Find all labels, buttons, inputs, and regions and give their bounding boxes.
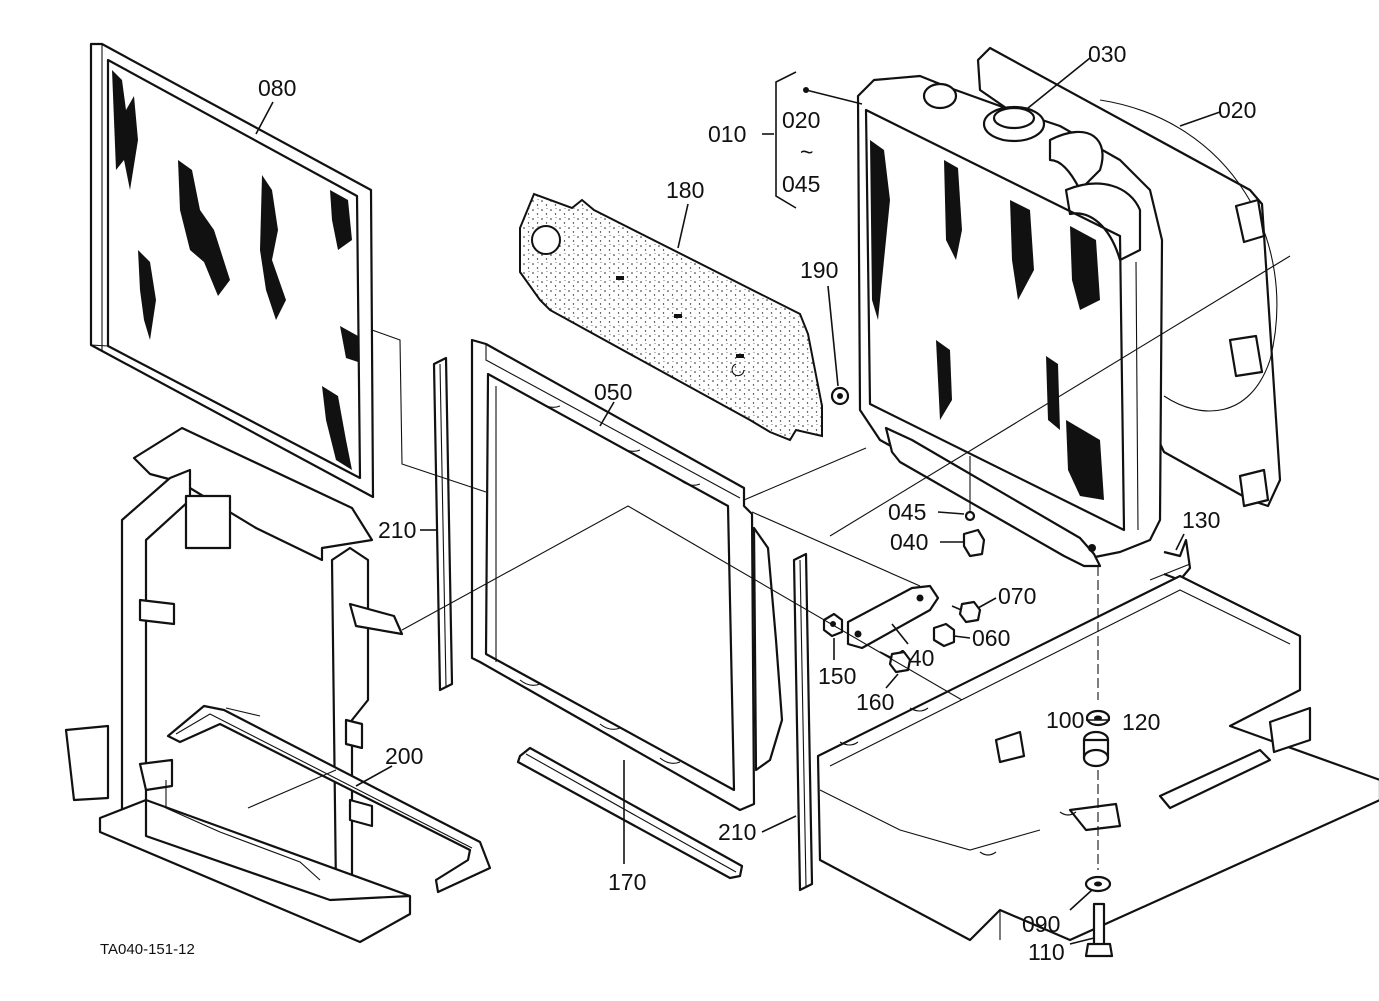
callout-200: 200 — [385, 743, 423, 769]
bolt-070 — [951, 600, 982, 624]
callout-060: 060 — [972, 625, 1010, 651]
callout-210-right: 210 — [718, 819, 756, 845]
gasket-plate-180 — [519, 192, 823, 442]
callout-210-left: 210 — [378, 517, 416, 543]
stay-bracket-140 — [846, 584, 940, 650]
washer-090 — [1084, 875, 1112, 893]
range-mark: ~ — [800, 139, 813, 165]
nut-060 — [932, 622, 956, 648]
callout-120: 120 — [1122, 709, 1160, 735]
seal-strip-170 — [516, 746, 744, 880]
callout-170: 170 — [608, 869, 646, 895]
cushion-100 — [1082, 730, 1110, 768]
callout-100: 100 — [1046, 707, 1084, 733]
callout-190: 190 — [800, 257, 838, 283]
callout-050: 050 — [594, 379, 632, 405]
bolt-110 — [1084, 902, 1114, 958]
shroud-frame-050 — [470, 338, 784, 812]
callout-090: 090 — [1022, 911, 1060, 937]
seal-strip-210-right — [792, 552, 814, 892]
callout-030: 030 — [1088, 41, 1126, 67]
clip-190 — [830, 386, 850, 406]
seal-strip-200 — [166, 704, 492, 894]
drain-cock-040 — [962, 456, 986, 558]
callout-150: 150 — [818, 663, 856, 689]
callout-045: 045 — [888, 499, 926, 525]
callout-180: 180 — [666, 177, 704, 203]
callout-110: 110 — [1028, 939, 1065, 965]
radiator-assembly — [856, 46, 1282, 568]
callout-130: 130 — [1182, 507, 1220, 533]
callout-020-range: 020 — [782, 107, 820, 133]
seal-strip-210-left — [432, 356, 454, 692]
radiator-frame-200 — [64, 426, 412, 944]
callout-070: 070 — [998, 583, 1036, 609]
clip-130 — [1163, 538, 1192, 582]
callout-040: 040 — [890, 529, 928, 555]
grille-screen-080 — [89, 42, 375, 499]
callout-160: 160 — [856, 689, 894, 715]
callout-020: 020 — [1218, 97, 1256, 123]
washer-120 — [1085, 709, 1111, 727]
callout-045-range: 045 — [782, 171, 820, 197]
drawing-code: TA040-151-12 — [100, 941, 195, 958]
callout-080: 080 — [258, 75, 296, 101]
callout-010: 010 — [708, 121, 746, 147]
